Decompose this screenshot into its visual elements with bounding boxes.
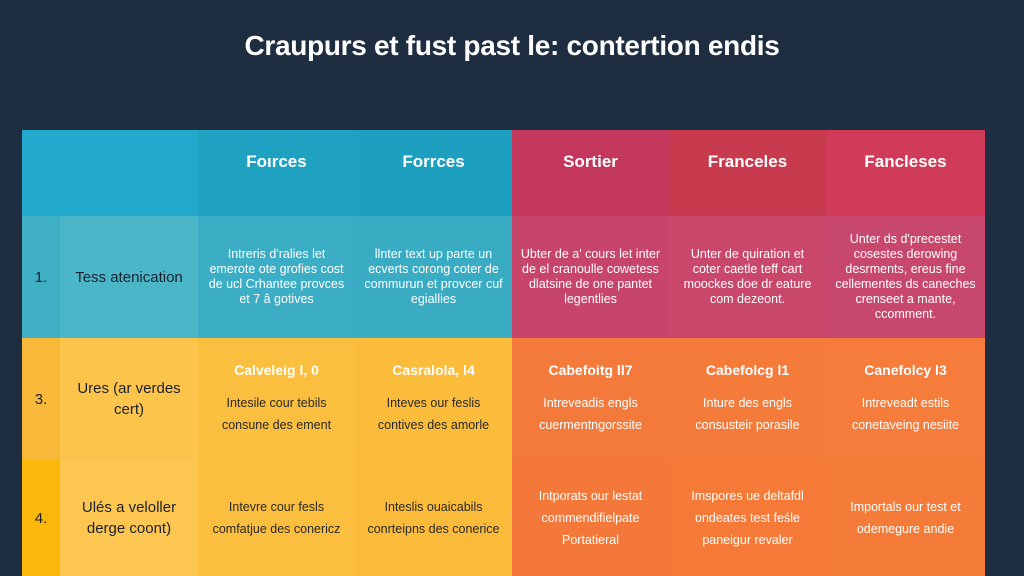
table-cell: llnter text up parte un ecverts corong c… — [355, 216, 512, 338]
cell-text: Intevre cour fesls comfatjue des coneric… — [212, 500, 341, 536]
column-header: Foırces — [198, 130, 355, 216]
table-cell: Intevre cour fesls comfatjue des coneric… — [198, 460, 355, 576]
table-cell: Calveleig l, 0 Intesile cour tebils cons… — [198, 338, 355, 460]
column-header: Fancleses — [826, 130, 985, 216]
comparison-table: Foırces Forrces Sortier Franceles Fancle… — [22, 130, 985, 576]
cell-text: Intreveadt estils conetaveing nesiite — [851, 395, 960, 432]
cell-text: Intesile cour tebils consune des ement — [221, 396, 332, 432]
cell-subtitle: Casralola, l4 — [392, 362, 475, 378]
cell-text: Intreris d'ralies let emerote ote grofie… — [208, 247, 345, 306]
table-cell: Inteslis ouaicabils conrteipns des coner… — [355, 460, 512, 576]
cell-text: Intreveadis engls cuermentngorssite — [539, 395, 642, 432]
cell-text: Unter de quiration et coter caetle teff … — [683, 247, 812, 306]
cell-text: Imspores ue deltafdl ondeates test feśle… — [691, 489, 804, 547]
cell-text: Inteslis ouaicabils conrteipns des coner… — [367, 500, 500, 536]
cell-text: Ubter de a' cours let inter de el cranou… — [520, 247, 661, 306]
table-cell: Imspores ue deltafdl ondeates test feśle… — [669, 460, 826, 576]
row-number: 4. — [22, 460, 60, 576]
table-cell: Canefolcy l3 Intreveadt estils conetavei… — [826, 338, 985, 460]
cell-text: Unter ds d'precestet cosestes derowing d… — [835, 232, 976, 321]
table-cell: Unter de quiration et coter caetle teff … — [669, 216, 826, 338]
cell-subtitle: Calveleig l, 0 — [234, 362, 319, 378]
row-number: 1. — [22, 216, 60, 338]
table-cell: Intporats our lestat commendifielpate Po… — [512, 460, 669, 576]
header-corner-label — [60, 130, 198, 216]
table-cell: Cabefoitg ll7 Intreveadis engls cuerment… — [512, 338, 669, 460]
table-cell: Intreris d'ralies let emerote ote grofie… — [198, 216, 355, 338]
table-cell: Cabefolcg l1 Inture des engls consusteir… — [669, 338, 826, 460]
row-label: Tess atenication — [60, 216, 198, 338]
column-header: Sortier — [512, 130, 669, 216]
column-header: Forrces — [355, 130, 512, 216]
cell-text: Intporats our lestat commendifielpate Po… — [538, 489, 643, 547]
cell-subtitle: Cabefolcg l1 — [705, 361, 790, 378]
cell-text: Inture des engls consusteir porasile — [695, 395, 800, 432]
page-title: Craupurs et fust past le: contertion end… — [244, 30, 780, 61]
cell-subtitle: Canefolcy l3 — [864, 361, 947, 378]
table-cell: Casralola, l4 Inteves our feslis contive… — [355, 338, 512, 460]
header-corner-number — [22, 130, 60, 216]
row-number: 3. — [22, 338, 60, 460]
table-cell: Ubter de a' cours let inter de el cranou… — [512, 216, 669, 338]
cell-text: Importals our test et odemegure andie — [850, 500, 961, 536]
cell-subtitle: Cabefoitg ll7 — [548, 361, 633, 378]
table-cell: Importals our test et odemegure andie — [826, 460, 985, 576]
row-label: Ures (ar verdes cert) — [60, 338, 198, 460]
cell-text: llnter text up parte un ecverts corong c… — [364, 247, 503, 306]
column-header: Franceles — [669, 130, 826, 216]
row-label: Ulés a veloller derge coont) — [60, 460, 198, 576]
table-cell: Unter ds d'precestet cosestes derowing d… — [826, 216, 985, 338]
cell-text: Inteves our feslis contives des amorle — [377, 396, 490, 432]
